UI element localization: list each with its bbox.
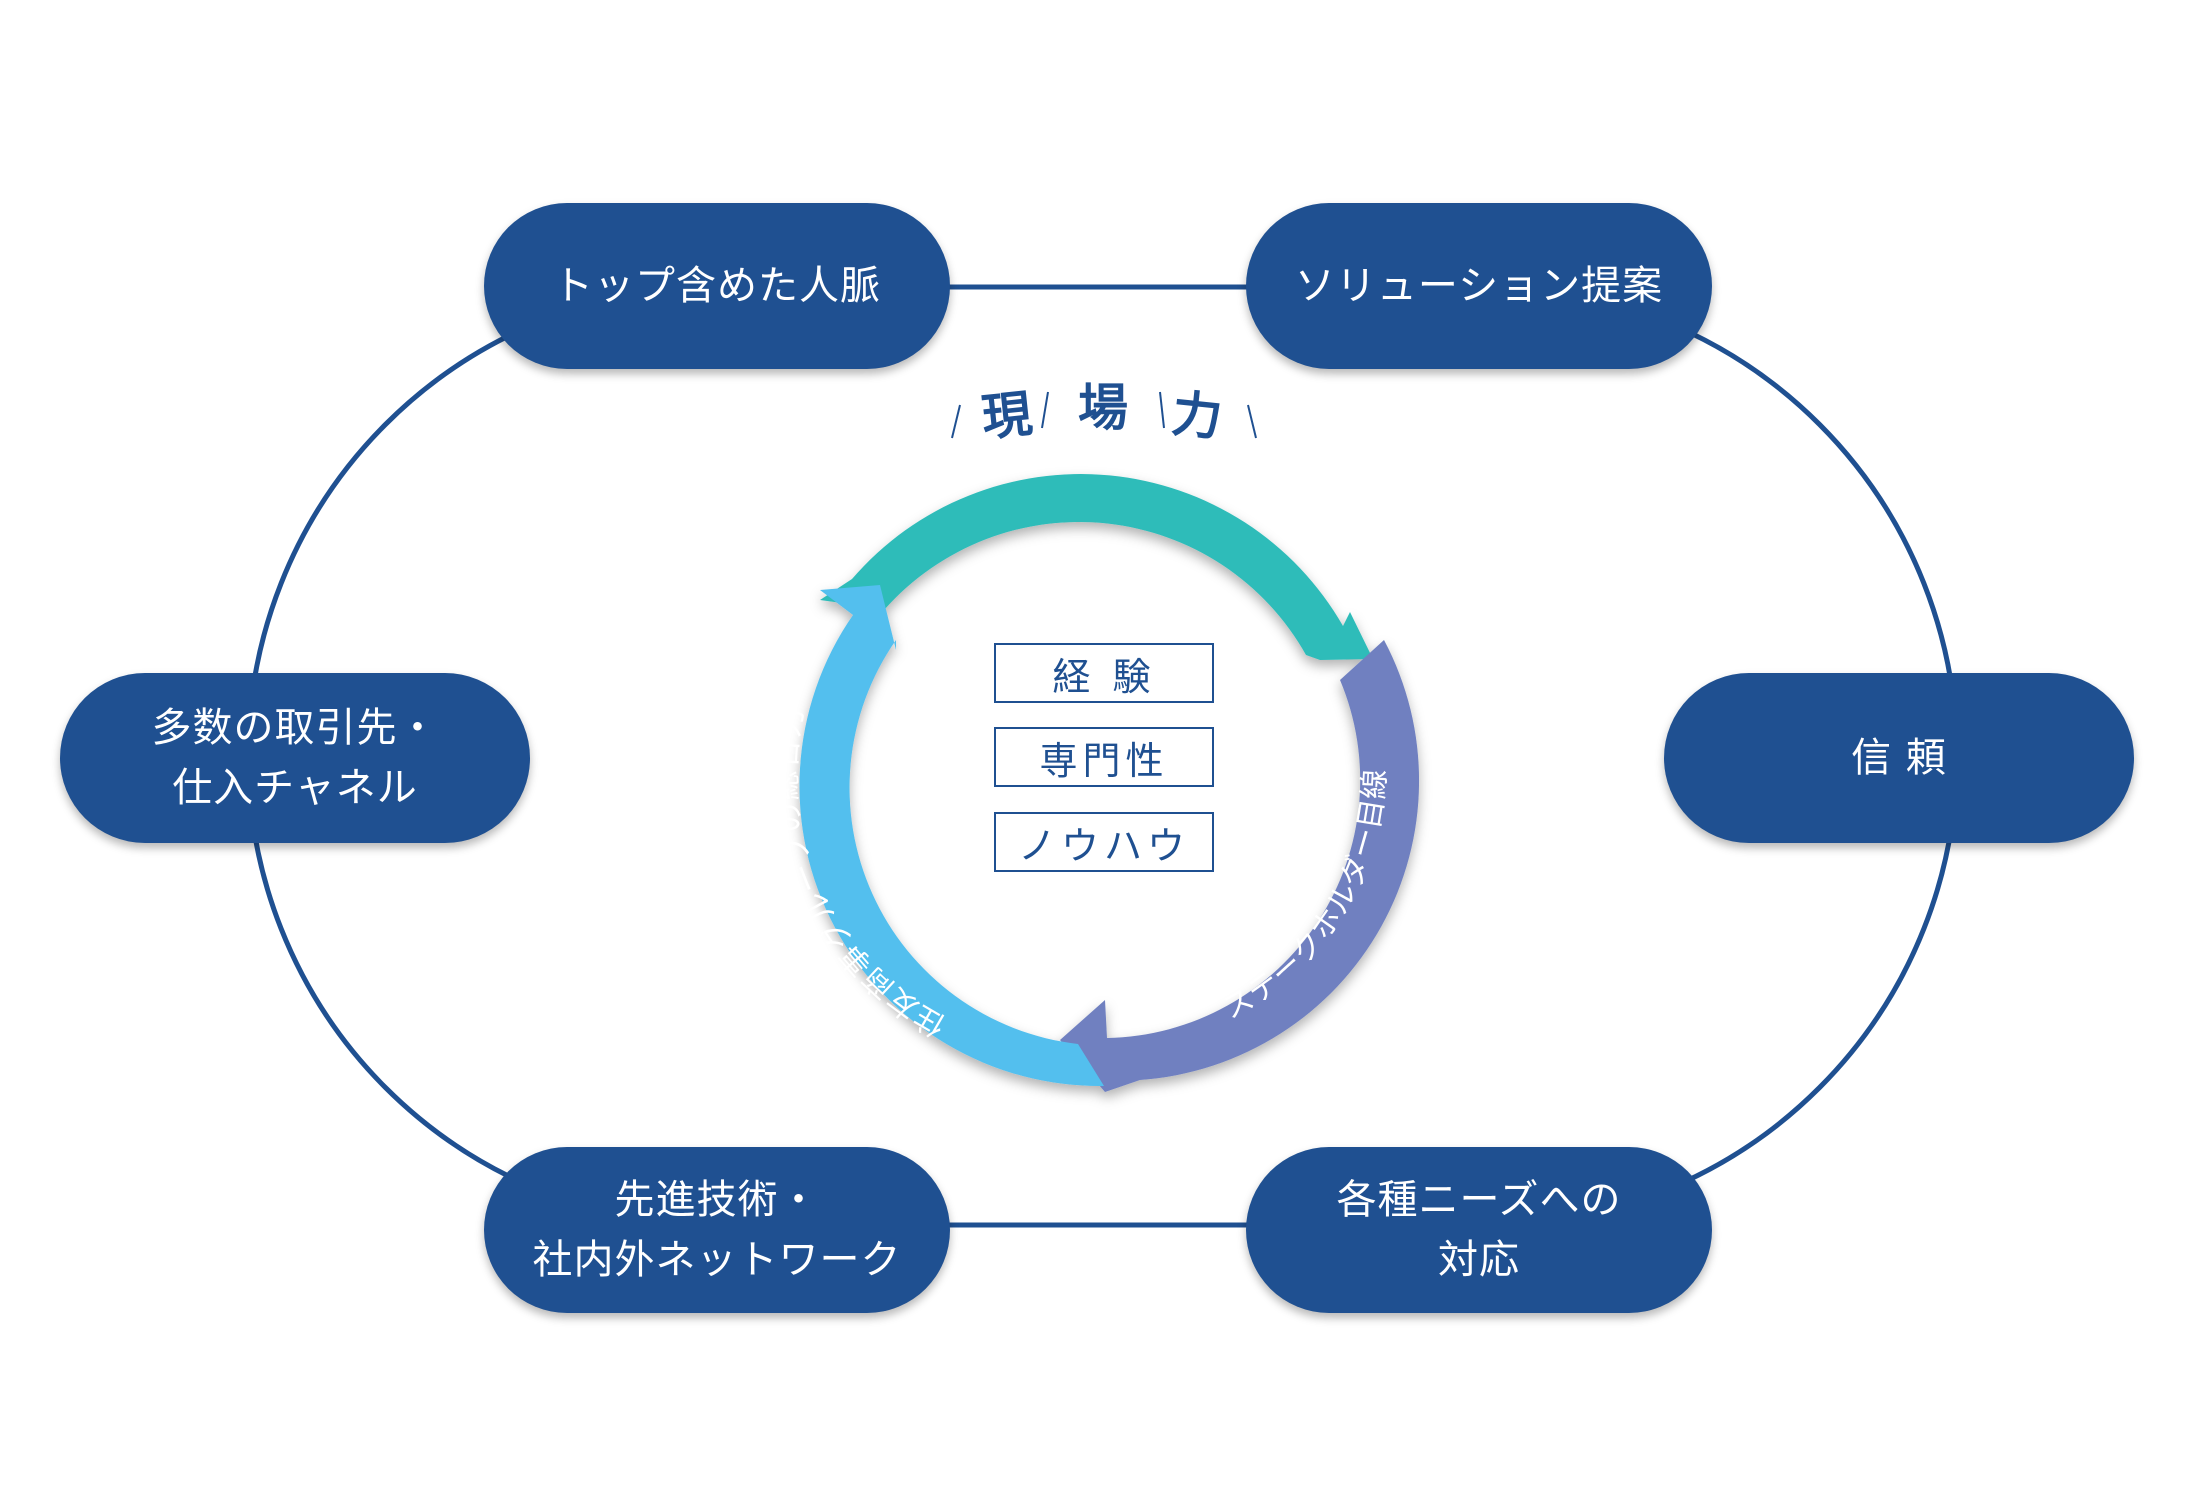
title-char-ba: 場 bbox=[1078, 379, 1128, 437]
arrow-business-expansion bbox=[820, 474, 1373, 660]
node-label: 信 頼 bbox=[1851, 735, 1947, 781]
node-label: トップ含めた人脈 bbox=[553, 263, 881, 309]
title-char-gen: 現 bbox=[979, 384, 1035, 448]
node-label: ソリューション提案 bbox=[1294, 263, 1664, 309]
node-trust: 信 頼 bbox=[1664, 673, 2134, 843]
title-separators bbox=[951, 391, 1257, 439]
node-label-line2: 対応 bbox=[1438, 1237, 1520, 1283]
title-char-ryoku: 力 bbox=[1169, 384, 1225, 448]
center-item-experience: 経 験 bbox=[994, 643, 1214, 703]
node-label-line1: 先進技術・ bbox=[614, 1177, 820, 1223]
arrow-stakeholder-view bbox=[1060, 640, 1420, 1092]
center-item-knowhow: ノウハウ bbox=[994, 812, 1214, 872]
node-label-line1: 各種ニーズへの bbox=[1336, 1177, 1622, 1223]
arrow-group-strength bbox=[799, 585, 1104, 1087]
node-advanced-tech-network: 先進技術・ 社内外ネットワーク bbox=[484, 1147, 950, 1313]
cycle-arrows bbox=[799, 474, 1420, 1092]
node-label-line1: 多数の取引先・ bbox=[151, 705, 439, 751]
node-suppliers-channels: 多数の取引先・ 仕入チャネル bbox=[60, 673, 530, 843]
node-label-line2: 社内外ネットワーク bbox=[532, 1237, 902, 1283]
node-solution-proposal: ソリューション提案 bbox=[1246, 203, 1712, 369]
node-needs-response: 各種ニーズへの 対応 bbox=[1246, 1147, 1712, 1313]
center-item-expertise: 専門性 bbox=[994, 727, 1214, 787]
node-top-management-network: トップ含めた人脈 bbox=[484, 203, 950, 369]
node-label-line2: 仕入チャネル bbox=[172, 765, 418, 811]
